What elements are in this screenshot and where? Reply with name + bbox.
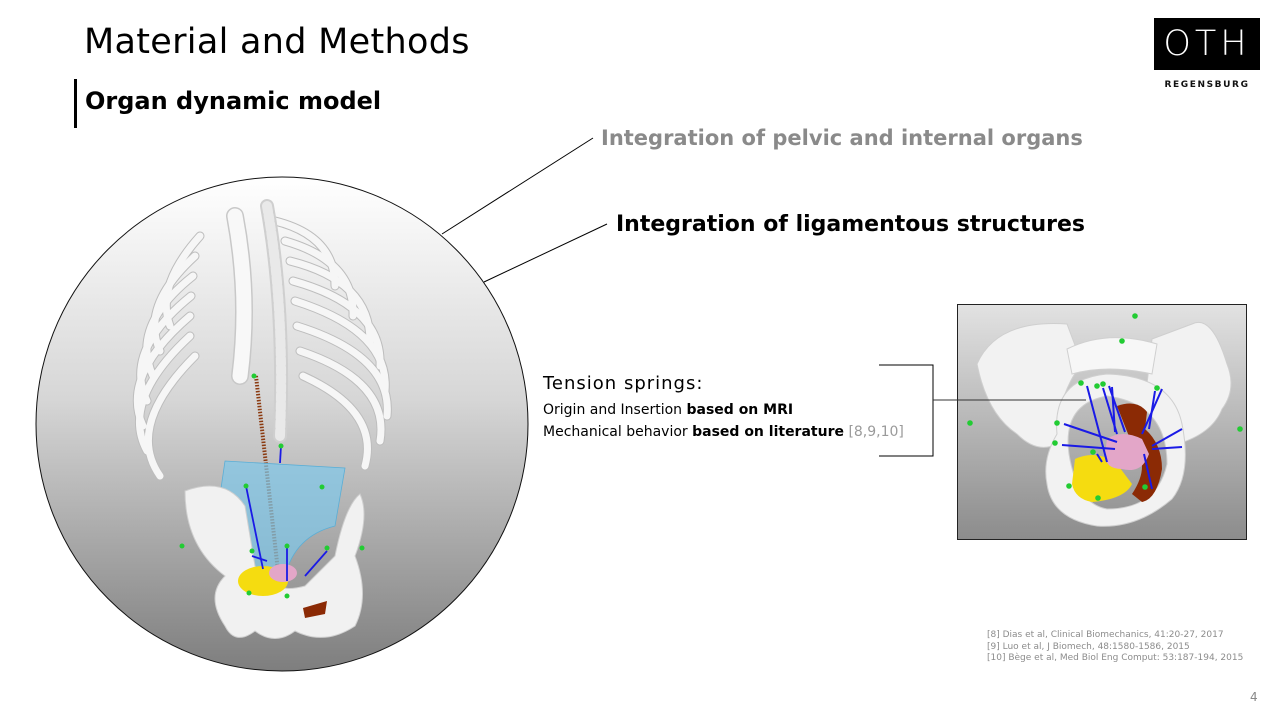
attachment-point	[1066, 483, 1072, 489]
uterus	[269, 564, 297, 582]
attachment-point	[1090, 449, 1096, 455]
line-prefix: Origin and Insertion	[543, 402, 687, 418]
ligament-springs	[245, 445, 328, 581]
attachment-point	[1237, 426, 1243, 432]
full-body-model-figure	[35, 176, 529, 672]
page-number: 4	[1250, 690, 1258, 704]
line-emphasis: based on MRI	[686, 402, 794, 418]
attachment-point	[284, 543, 290, 549]
attachment-point	[1095, 495, 1101, 501]
attachment-point	[1154, 385, 1160, 391]
attachment-point	[1119, 338, 1125, 344]
line-prefix: Mechanical behavior	[543, 424, 693, 440]
attachment-point	[243, 483, 249, 489]
attachment-point	[319, 484, 325, 490]
attachment-point	[1054, 420, 1060, 426]
attachment-point	[967, 420, 973, 426]
attachment-point	[1132, 313, 1138, 319]
attachment-point	[1078, 380, 1084, 386]
attachment-point	[1052, 440, 1058, 446]
pelvic-ring	[1045, 373, 1186, 527]
attachment-point	[324, 545, 330, 551]
tension-springs-line-origin: Origin and Insertion based on MRI	[543, 402, 793, 418]
slide-title: Material and Methods	[84, 22, 470, 62]
point-pelvic-organs: Integration of pelvic and internal organ…	[601, 126, 1083, 150]
oth-logo	[1154, 18, 1260, 70]
references: [8] Dias et al, Clinical Biomechanics, 4…	[987, 630, 1243, 665]
attachment-point	[1100, 381, 1106, 387]
reference-item: [10] Bège et al, Med Biol Eng Comput: 53…	[987, 653, 1244, 663]
subtitle-accent-bar	[74, 79, 77, 128]
tension-springs-heading: Tension springs:	[543, 373, 704, 394]
reference-item: [8] Dias et al, Clinical Biomechanics, 4…	[987, 630, 1224, 640]
attachment-point	[249, 548, 255, 554]
uterus	[1105, 434, 1149, 470]
rectum	[303, 601, 327, 618]
rib-cage	[132, 199, 392, 481]
attachment-point	[1094, 383, 1100, 389]
citation-link[interactable]: [8,9,10]	[848, 424, 904, 440]
line-emphasis: based on literature	[692, 424, 844, 440]
pelvis-ligament-figure	[957, 304, 1247, 540]
attachment-point	[246, 590, 252, 596]
reference-item: [9] Luo et al, J Biomech, 48:1580-1586, …	[987, 641, 1190, 652]
point-ligamentous-structures: Integration of ligamentous structures	[616, 212, 1086, 237]
attachment-point	[284, 593, 290, 599]
tension-springs-line-mechanical: Mechanical behavior based on literature …	[543, 424, 904, 440]
slide-subtitle: Organ dynamic model	[85, 87, 382, 115]
tension-springs-bracket	[879, 364, 934, 457]
attachment-point	[251, 373, 257, 379]
attachment-point	[179, 543, 185, 549]
logo-city: REGENSBURG	[1164, 80, 1250, 90]
ligament-springs	[1061, 385, 1183, 490]
attachment-point	[278, 443, 284, 449]
attachment-point	[1142, 484, 1148, 490]
logo-mark: OTH	[1163, 24, 1251, 64]
attachment-point	[359, 545, 365, 551]
sacrum	[1066, 337, 1158, 375]
